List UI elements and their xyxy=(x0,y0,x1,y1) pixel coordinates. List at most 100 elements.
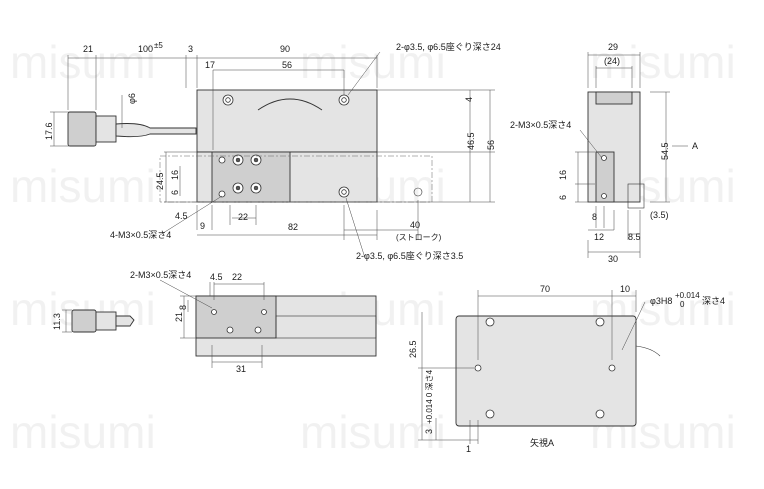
dim-1-bottom: 1 xyxy=(466,444,471,454)
watermark-text: misumi xyxy=(10,406,156,458)
side-table xyxy=(595,151,615,203)
dimension-lines xyxy=(50,111,70,147)
mount-hole xyxy=(595,317,605,327)
dim-82: 82 xyxy=(288,222,298,232)
note-m3-side: 2-M3×0.5深さ4 xyxy=(510,120,571,130)
dim-17-6: 17.6 xyxy=(44,122,54,140)
phantom-hole xyxy=(413,187,423,197)
tapped-hole xyxy=(218,190,226,198)
cable-connector xyxy=(67,111,97,147)
dim-26-5-bottom: 26.5 xyxy=(408,340,418,358)
dim-90: 90 xyxy=(280,44,290,54)
dim-8-5-side: 8.5 xyxy=(628,232,641,242)
mount-hole xyxy=(595,409,605,419)
note-depth: 深さ4 xyxy=(702,296,725,306)
tolerance-plus: +0.014 xyxy=(675,291,700,300)
bolt-head xyxy=(254,326,262,334)
bolt-socket xyxy=(253,185,259,191)
leader-lines xyxy=(159,51,381,259)
leader-lines xyxy=(159,279,213,309)
dim-21-front: 21 xyxy=(174,312,184,322)
dimension-lines xyxy=(377,89,495,203)
dim-100: 100 xyxy=(138,44,153,54)
dim-8-side: 8 xyxy=(592,212,597,222)
dim-17: 17 xyxy=(205,60,215,70)
dimension-lines xyxy=(575,52,670,258)
side-top-cap xyxy=(595,91,633,105)
stroke-phantom xyxy=(159,155,433,203)
note-phi3h8: φ3H8 xyxy=(650,296,672,306)
front-table xyxy=(195,295,277,339)
dim-3-tolerance: +0.014 0 深さ4 xyxy=(425,369,434,424)
dim-30-side: 30 xyxy=(608,254,618,264)
dimension-lines xyxy=(164,151,197,203)
dim-3: 3 xyxy=(188,44,193,54)
body-notch xyxy=(257,98,323,111)
bottom-body xyxy=(455,315,637,427)
dim-3-5-paren: (3.5) xyxy=(650,210,669,220)
dim-11-3-front: 11.3 xyxy=(52,313,62,330)
tolerance-zero: 0 xyxy=(680,300,685,309)
watermark-text: misumi xyxy=(590,36,736,88)
tapped-hole xyxy=(261,309,267,315)
dim-54-5: 54.5 xyxy=(660,142,670,160)
watermark-text: misumi xyxy=(10,36,156,88)
front-rail xyxy=(275,315,377,339)
watermark-text: misumi xyxy=(10,160,156,212)
through-hole xyxy=(341,189,347,195)
dim-22-front: 22 xyxy=(232,272,242,282)
top-view: 21 100 ±5 3 90 17 56 φ6 17.6 24.5 16 6 4… xyxy=(44,41,501,261)
dim-3-bottom: 3 xyxy=(424,429,434,434)
bolt-head xyxy=(226,326,234,334)
tapped-hole xyxy=(601,155,607,161)
dim-4: 4 xyxy=(464,97,474,102)
note-m3-front: 2-M3×0.5深さ4 xyxy=(130,270,191,280)
watermark-text: misumi xyxy=(300,406,446,458)
leader-lines xyxy=(579,129,688,159)
dim-70-bottom: 70 xyxy=(540,284,550,294)
note-counterbore-bottom: 2-φ3.5, φ6.5座ぐり深さ3.5 xyxy=(356,250,463,261)
front-view: 2-M3×0.5深さ4 4.5 22 8 21 11.3 31 xyxy=(52,270,377,374)
dim-100-tol: ±5 xyxy=(154,41,163,50)
dim-46-5: 46.5 xyxy=(466,132,476,150)
dim-29: 29 xyxy=(608,42,618,52)
front-cable xyxy=(115,315,135,327)
dim-6: 6 xyxy=(170,190,180,195)
dim-16: 16 xyxy=(170,170,180,180)
dim-24-5: 24.5 xyxy=(155,172,165,190)
view-label-a: 矢視A xyxy=(530,437,554,448)
tapped-hole xyxy=(601,193,607,199)
side-view: 29 (24) 2-M3×0.5深さ4 54.5 A 16 6 8 (3.5) … xyxy=(510,42,698,264)
through-hole xyxy=(341,97,347,103)
pin-hole xyxy=(608,364,616,372)
dimension-lines xyxy=(67,55,378,150)
dim-6-side: 6 xyxy=(558,195,568,200)
bottom-cable xyxy=(635,345,661,357)
bottom-view: 70 10 φ3H8 +0.014 0 深さ4 26.5 3 +0.014 0 … xyxy=(408,284,725,454)
dim-31-front: 31 xyxy=(236,364,246,374)
dimension-lines xyxy=(196,200,419,240)
dimension-lines xyxy=(418,290,646,444)
through-hole xyxy=(225,97,231,103)
tapped-hole xyxy=(211,309,217,315)
front-cable-connector xyxy=(71,309,97,333)
dim-56-vertical: 56 xyxy=(486,140,496,150)
bolt-socket xyxy=(253,157,259,163)
dim-10-bottom: 10 xyxy=(620,284,630,294)
dim-24-paren: (24) xyxy=(604,56,620,66)
dim-16-side: 16 xyxy=(558,170,568,180)
side-rail xyxy=(627,183,645,209)
mount-hole xyxy=(485,409,495,419)
cable-boot xyxy=(95,115,117,143)
front-cable-boot xyxy=(95,311,117,331)
note-counterbore-top: 2-φ3.5, φ6.5座ぐり深さ24 xyxy=(396,41,501,52)
tapped-hole xyxy=(218,156,226,164)
dim-4-5-front: 4.5 xyxy=(210,272,223,282)
dim-8-front: 8 xyxy=(178,305,188,310)
note-m3-4: 4-M3×0.5深さ4 xyxy=(110,230,171,240)
dim-56: 56 xyxy=(282,60,292,70)
dimension-lines xyxy=(62,282,265,368)
bolt-socket xyxy=(235,157,241,163)
arrow-a-label: A xyxy=(692,141,698,151)
